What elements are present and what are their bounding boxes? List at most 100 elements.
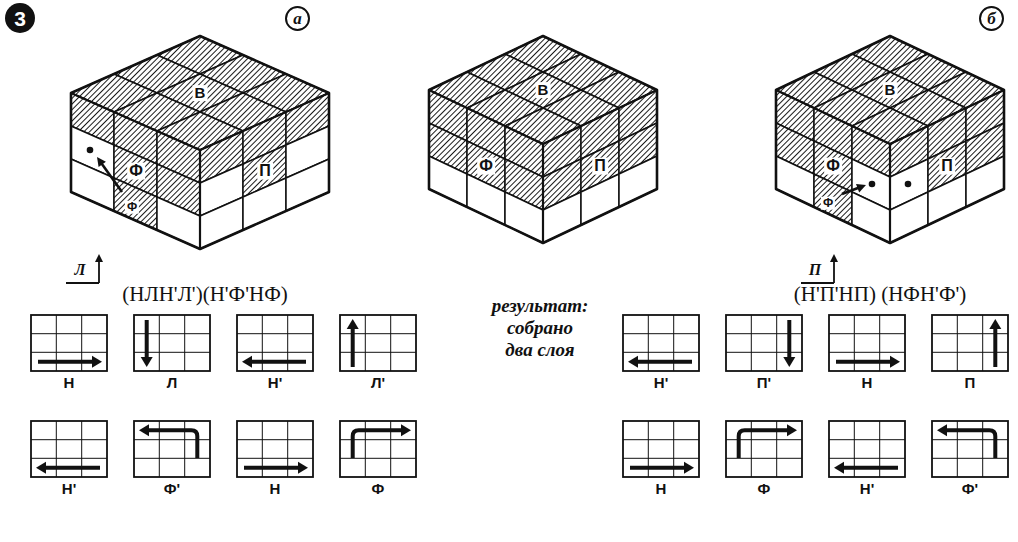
tile-frame <box>726 315 802 371</box>
turn-arrow-shaft <box>993 327 997 367</box>
move-tile: Ф' <box>931 420 1009 498</box>
pointer-arrow-shaft <box>833 260 835 283</box>
move-arrow-shaft <box>842 188 859 195</box>
turn-arrow-head <box>139 424 149 436</box>
tile-grid <box>237 333 313 334</box>
turn-arrow-head <box>401 424 411 436</box>
cube-edge <box>199 150 201 249</box>
cube-outline <box>776 36 1004 243</box>
move-name: Н <box>828 375 906 392</box>
turn-arrow-shaft <box>842 466 898 470</box>
tile-grid <box>31 352 107 353</box>
turn-arrow-head <box>684 462 694 474</box>
cube-sticker <box>157 197 200 249</box>
move-grid <box>725 314 803 372</box>
tile-frame <box>829 315 905 371</box>
tile-frame <box>31 315 107 371</box>
turn-arrow-shaft <box>147 430 197 458</box>
step-number-text: 3 <box>14 8 26 29</box>
tile-frame <box>726 421 802 477</box>
tile-grid <box>829 352 905 353</box>
tile-frame <box>623 315 699 371</box>
face-letter: П <box>257 163 273 180</box>
move-arrow-head <box>97 157 106 167</box>
tile-grid <box>390 315 391 371</box>
tile-grid <box>957 315 958 371</box>
move-name: Н' <box>828 481 906 498</box>
cube-edge <box>429 90 657 144</box>
turn-arrow-head <box>92 356 102 368</box>
cube-outline <box>429 36 657 243</box>
cube-edge <box>542 144 544 243</box>
cube-sticker <box>286 159 329 211</box>
tile-frame <box>340 421 416 477</box>
tile-frame <box>623 421 699 477</box>
move-tile: Л <box>133 314 211 392</box>
marker-dot <box>87 147 94 154</box>
move-name: П <box>931 375 1009 392</box>
face-letter: П <box>939 158 955 175</box>
tile-grid <box>776 315 777 371</box>
face-letter: Ф <box>127 163 145 180</box>
move-name: Ф' <box>133 481 211 498</box>
tile-frame <box>932 421 1008 477</box>
turn-arrow-shaft <box>636 360 692 364</box>
move-grid <box>622 420 700 478</box>
move-tile: Л' <box>339 314 417 392</box>
move-tile: Ф <box>725 420 803 498</box>
move-grid <box>931 314 1009 372</box>
side-pointer <box>801 254 838 283</box>
tile-grid <box>365 315 366 371</box>
side-letter: П <box>809 262 821 279</box>
cube-edge <box>71 93 329 150</box>
move-tile: Н <box>828 314 906 392</box>
turn-arrow-head <box>783 357 795 367</box>
turn-arrow-shaft <box>145 320 149 359</box>
tile-grid <box>623 352 699 353</box>
tile-grid <box>751 315 752 371</box>
face-letter: Ф <box>477 158 495 175</box>
turn-arrow-shaft <box>945 430 995 458</box>
face-letter: В <box>536 82 551 98</box>
tile-grid <box>982 315 983 371</box>
move-name: Н' <box>236 375 314 392</box>
tile-grid <box>829 458 905 459</box>
turn-arrow-head <box>242 356 252 368</box>
move-grid <box>236 314 314 372</box>
tile-grid <box>31 458 107 459</box>
tile-frame <box>237 315 313 371</box>
move-tile: Н' <box>622 314 700 392</box>
move-tile: Н <box>30 314 108 392</box>
move-grid <box>725 420 803 478</box>
move-arrow-shaft <box>101 163 122 192</box>
face-letter: В <box>193 85 208 101</box>
tile-frame <box>829 421 905 477</box>
tile-grid <box>184 315 185 371</box>
move-grid <box>236 420 314 478</box>
tile-frame <box>237 421 313 477</box>
cube-sticker <box>243 178 286 230</box>
turn-arrow-head <box>298 462 308 474</box>
tile-grid <box>31 439 107 440</box>
turn-arrow-head <box>989 319 1001 329</box>
move-tile: Н <box>236 420 314 498</box>
move-name: Л' <box>339 375 417 392</box>
side-letter: Л <box>75 262 86 279</box>
tile-grid <box>623 439 699 440</box>
rubik-cube <box>71 36 329 249</box>
marker-dot <box>905 181 912 188</box>
face-letter: Ф <box>125 201 139 214</box>
pointer-arrow-head <box>95 254 103 262</box>
move-grid <box>133 420 211 478</box>
move-tile: Н' <box>236 314 314 392</box>
move-tile: Н' <box>828 420 906 498</box>
tile-frame <box>31 421 107 477</box>
turn-arrow-head <box>937 424 947 436</box>
variant-letter: а <box>285 6 310 31</box>
move-grid <box>30 314 108 372</box>
cube-outline <box>71 36 329 249</box>
cube-sticker <box>114 178 157 230</box>
tile-grid <box>237 352 313 353</box>
turn-arrow-shaft <box>38 360 94 364</box>
